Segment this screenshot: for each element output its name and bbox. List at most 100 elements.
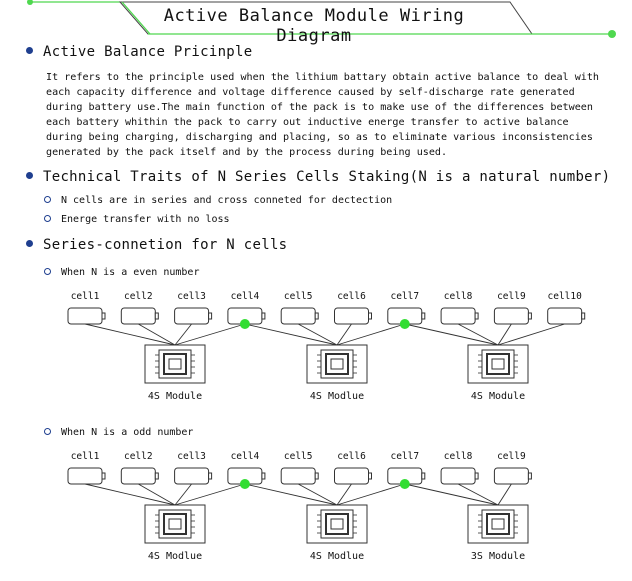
cell-label: cell1 [70,451,100,462]
battery-cell-icon [120,467,159,485]
odd-caption-text: When N is a odd number [61,427,194,438]
module-label: 4S Module [470,391,526,402]
wiring-svg [67,467,532,544]
module-label: 3S Module [470,551,526,562]
series-heading: Series-connetion for N cells [26,237,287,253]
banner-left-dot [27,0,33,5]
banner-frame [27,0,616,38]
cell-label: cell3 [177,451,206,462]
junction-dot [399,319,410,329]
battery-cell-icon [280,307,319,325]
wire-line [336,483,352,506]
wire-line [174,483,246,506]
principle-line: generated by the pack itself and by the … [46,147,448,158]
wire-line [84,323,176,346]
module-label: 4S Modlue [147,551,203,562]
cell-label: cell10 [547,291,582,302]
battery-cell-icon [493,467,532,485]
wiring-svg [67,307,586,384]
battery-cell-icon [227,307,266,325]
title-banner: Active Balance Module Wiring Diagram [0,0,632,46]
cell-label: cell2 [123,451,153,462]
balance-module-icon [467,344,529,384]
trait-item-text: N cells are in series and cross conneted… [61,195,393,206]
banner-right-dot [608,30,616,38]
cell-label: cell9 [497,291,526,302]
balance-module-icon [467,504,529,544]
traits-heading-text: Technical Traits of N Series Cells Staki… [43,169,611,185]
battery-cell-icon [334,467,372,485]
battery-cell-icon [493,307,532,325]
balance-module-icon [306,344,368,384]
junction-dot [399,479,410,489]
principle-line: It refers to the principle used when the… [46,72,600,83]
balance-module-icon [306,504,368,544]
wire-line [336,323,352,346]
module-label: 4S Modlue [309,391,365,402]
cell-label: cell6 [337,291,366,302]
trait-item: Energe transfer with no loss [44,214,230,225]
wire-line [244,483,338,506]
cell-label: cell7 [390,451,420,462]
cell-label: cell5 [283,451,313,462]
principle-paragraph: It refers to the principle used when the… [46,70,600,160]
module-label: 4S Modlue [309,551,365,562]
wire-line [336,323,405,346]
wire-line [497,483,512,506]
trait-item: N cells are in series and cross conneted… [44,195,392,206]
cell-label: cell9 [497,451,526,462]
battery-cell-icon [547,307,586,325]
hollow-bullet-icon [44,427,51,435]
wire-line [497,323,565,346]
principle-heading-text: Active Balance Pricinple [43,44,253,60]
wire-line [297,483,338,506]
battery-cell-icon [280,467,319,485]
battery-cell-icon [440,467,479,485]
battery-cell-icon [440,307,479,325]
cell-label: cell7 [390,291,420,302]
wire-line [297,323,338,346]
wire-line [404,323,499,346]
cell-label: cell2 [123,291,153,302]
odd-caption: When N is a odd number [44,427,193,438]
bullet-dot-icon [26,239,33,247]
even-caption: When N is a even number [44,267,199,278]
balance-module-icon [144,504,206,544]
battery-cell-icon [174,467,213,485]
principle-line: during being charging, discharging and p… [46,132,593,143]
battery-cell-icon [67,307,106,325]
wire-line [174,323,246,346]
module-label: 4S Module [147,391,203,402]
cell-label: cell1 [70,291,100,302]
series-heading-text: Series-connetion for N cells [43,237,288,253]
principle-line: each capacity difference and voltage dif… [46,87,575,98]
wire-line [244,323,338,346]
cell-label: cell4 [230,451,260,462]
hollow-bullet-icon [44,267,51,275]
cell-label: cell6 [337,451,366,462]
principle-line: during battery use.The main function of … [46,102,593,113]
bullet-dot-icon [26,46,33,54]
wire-line [174,483,192,506]
principle-heading: Active Balance Pricinple [26,44,253,60]
wire-line [404,483,499,506]
battery-cell-icon [67,467,106,485]
cell-label: cell8 [443,291,473,302]
wire-line [174,323,192,346]
wire-line [457,483,499,506]
trait-item-text: Energe transfer with no loss [61,214,230,225]
battery-cell-icon [174,307,213,325]
principle-line: each battery whithin the pack to carry o… [46,117,569,128]
battery-cell-icon [334,307,372,325]
bullet-dot-icon [26,171,33,179]
hollow-bullet-icon [44,195,51,203]
hollow-bullet-icon [44,214,51,222]
cell-label: cell3 [177,291,206,302]
wire-line [497,323,512,346]
wire-line [336,483,405,506]
wire-line [138,323,176,346]
traits-heading: Technical Traits of N Series Cells Staki… [26,169,610,185]
page-title: Active Balance Module Wiring Diagram [163,6,465,46]
